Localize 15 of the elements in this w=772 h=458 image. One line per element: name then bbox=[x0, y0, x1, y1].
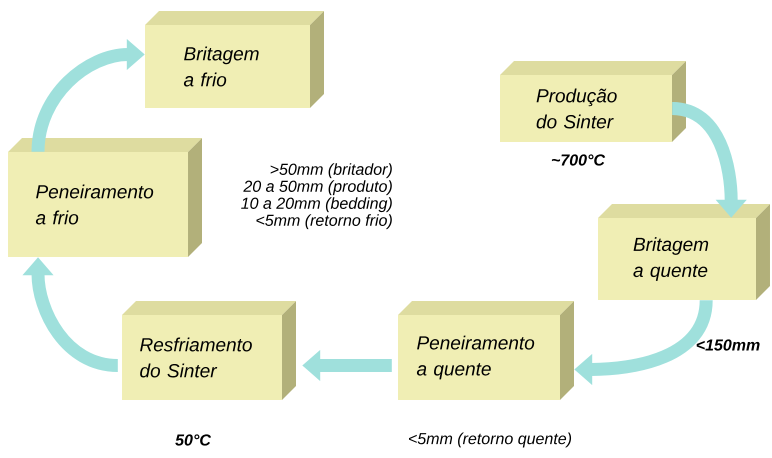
process-box: Produção do Sinter bbox=[500, 61, 686, 142]
process-box: Britagem a quente bbox=[598, 204, 770, 300]
annotation-text: ~700°C bbox=[552, 154, 606, 166]
annotation-text: 50°C bbox=[175, 434, 212, 446]
node-label: <5mm (retorno frio) bbox=[256, 214, 392, 230]
process-box: Britagem a frio bbox=[145, 11, 324, 108]
annotation-text: <150mm bbox=[696, 339, 760, 351]
process-box: Peneiramento a frio bbox=[8, 138, 202, 257]
process-box: Resfriamento do Sinter bbox=[122, 301, 296, 400]
node-label: 20 a 50mm (produto) bbox=[243, 180, 392, 196]
node-label: 10 a 20mm (bedding) bbox=[241, 197, 392, 212]
annotation-text: >50mm (britador) 20 a 50mm (produto) 10 a 20mm (bedding) <5mm (retorno frio) bbox=[241, 163, 392, 230]
annotation-text: <5mm (retorno quente) bbox=[408, 432, 572, 448]
node-label: >50mm (britador) bbox=[270, 163, 392, 178]
process-box: Peneiramento a quente bbox=[398, 301, 574, 400]
